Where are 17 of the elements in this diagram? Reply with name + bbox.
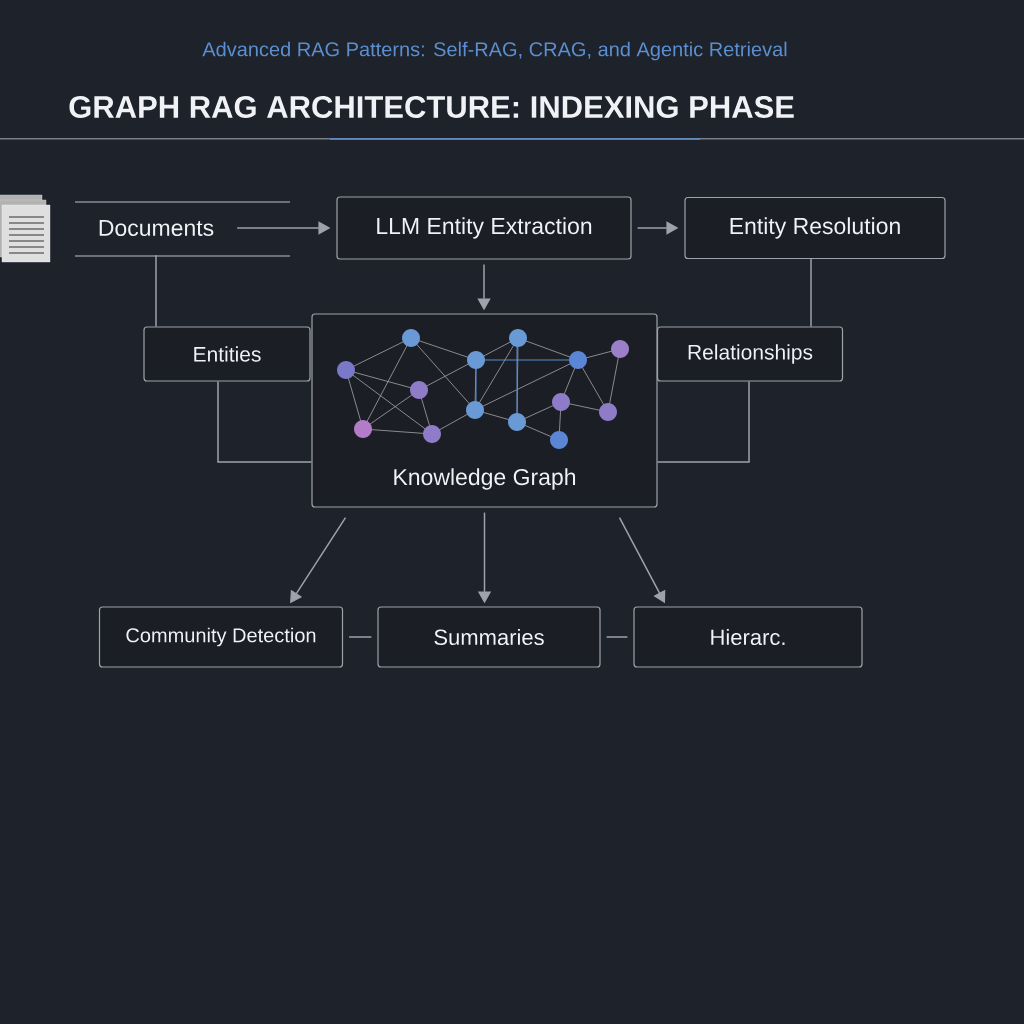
process-box: Entity Resolution (684, 196, 946, 260)
title: GRAPH RAG ARCHITECTURE: INDEXING PHASE (69, 96, 794, 118)
connector-line (656, 380, 750, 463)
process-box: Summaries (377, 606, 601, 668)
connector-line (605, 636, 629, 638)
input-label: Documents (74, 201, 291, 257)
graph-box: Knowledge Graph (311, 313, 658, 508)
process-box: Community Detection (98, 606, 344, 668)
subtitle: Advanced RAG Patterns: Self-RAG, CRAG, and Agentic Retrieval (202, 41, 787, 61)
process-box: LLM Entity Extraction (336, 196, 632, 260)
connector-line (348, 636, 373, 638)
process-box: Entities (143, 326, 311, 382)
connector-line (810, 258, 812, 328)
process-box: Hierarc. (633, 606, 863, 668)
process-box: Relationships (656, 326, 844, 382)
connector-line (155, 254, 157, 328)
connector-line (217, 380, 313, 463)
